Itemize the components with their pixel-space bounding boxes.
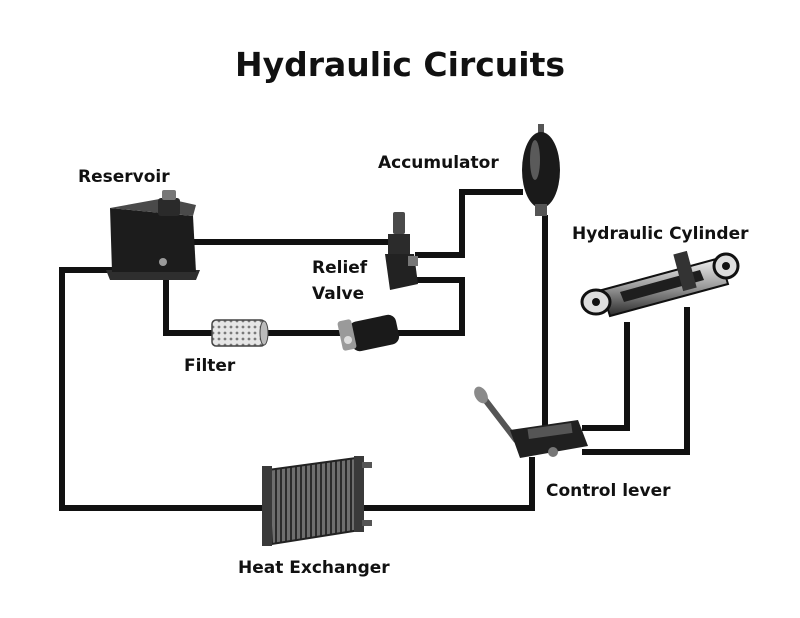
label-reservoir: Reservoir [78,167,170,187]
accumulator-component [522,124,560,216]
pipe-control-lever-to-heat-exchanger [362,457,535,511]
label-filter: Filter [184,356,236,376]
label-accumulator: Accumulator [378,153,499,173]
pipe-filter-to-reservoir [163,277,215,336]
pipe-heat-exchanger-to-reservoir [59,267,271,511]
label-relief-valve-line1: Relief [312,258,368,278]
reservoir-component [106,190,200,280]
pump-motor-component [337,314,400,352]
filter-component [211,319,269,347]
hydraulic-cylinder-component [580,250,740,318]
label-heat-exchanger: Heat Exchanger [238,558,390,578]
control-lever-component [474,386,588,458]
label-hydraulic-cylinder: Hydraulic Cylinder [572,224,749,244]
pipe-relief-valve-return-to-pump [395,277,465,336]
diagram-title: Hydraulic Circuits [235,45,565,84]
pipe-control-lever-to-cylinder-b [582,307,690,455]
pipes [59,189,690,511]
label-relief-valve-line2: Valve [312,284,364,304]
label-control-lever: Control lever [546,481,671,501]
pipe-relief-valve-to-accumulator [415,189,523,258]
heat-exchanger-component [262,456,372,546]
relief-valve-component [385,212,418,290]
pipe-control-lever-to-cylinder-a [582,322,630,431]
